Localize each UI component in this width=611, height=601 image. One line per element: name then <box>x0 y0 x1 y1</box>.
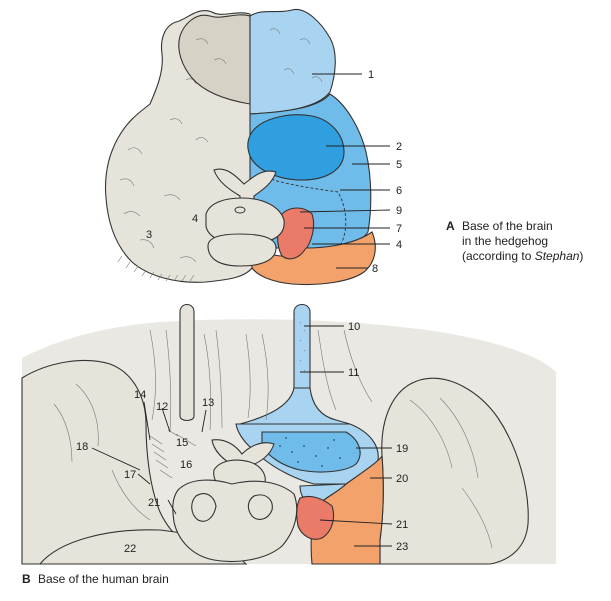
hedgehog-left-olfactory-bulb <box>178 14 251 105</box>
label-17: 17 <box>124 469 136 481</box>
human-anterior-perforated-substance <box>261 431 361 473</box>
label-7: 7 <box>396 223 402 235</box>
label-23: 23 <box>396 541 408 553</box>
label-20: 20 <box>396 473 408 485</box>
hedgehog-pons <box>207 233 277 267</box>
hedgehog-optic-chiasm <box>213 168 277 207</box>
label-8: 8 <box>372 263 378 275</box>
panel-a-letter: A <box>446 219 455 233</box>
perforated-dots <box>279 437 341 467</box>
label-2: 2 <box>396 141 402 153</box>
panel-a-caption-line3: (according to Stephan) <box>462 249 583 263</box>
human-optic-chiasm <box>211 439 275 467</box>
panel-a-caption-line2: in the hedgehog <box>462 234 548 248</box>
human-cerebral-peduncle-right <box>247 494 273 520</box>
label-13: 13 <box>202 397 214 409</box>
human-cerebral-peduncle <box>191 493 217 522</box>
label-21-right: 21 <box>396 519 408 531</box>
human-left-olfactory-bulb <box>179 303 195 422</box>
human-uncus-21 <box>296 495 335 540</box>
human-right-olfactory-bulb <box>293 303 311 395</box>
hedgehog-infundibulum <box>234 206 246 214</box>
label-4-right: 4 <box>396 239 402 251</box>
hedgehog-entorhinal-region-8 <box>251 231 376 285</box>
label-14: 14 <box>134 389 146 401</box>
label-1: 1 <box>368 69 374 81</box>
label-3: 3 <box>146 229 152 241</box>
panel-b-human-brain: 10 11 14 12 13 15 18 16 17 21 22 19 20 2… <box>21 303 556 586</box>
label-10: 10 <box>348 321 360 333</box>
label-19: 19 <box>396 443 408 455</box>
label-4-left: 4 <box>192 213 198 225</box>
panel-b-caption: Base of the human brain <box>38 572 169 586</box>
label-21-left: 21 <box>148 497 160 509</box>
hedgehog-dashed-boundary <box>261 175 347 247</box>
label-11: 11 <box>348 367 359 379</box>
label-18: 18 <box>76 441 88 453</box>
panel-a-hedgehog-brain: 1 2 5 6 9 7 4 8 3 4 A Base of the brain … <box>104 8 583 285</box>
label-16: 16 <box>180 459 192 471</box>
label-15: 15 <box>176 437 188 449</box>
panel-a-caption-line1: Base of the brain <box>462 219 553 233</box>
label-5: 5 <box>396 159 402 171</box>
hedgehog-olfactory-tubercle-2 <box>247 114 345 181</box>
label-6: 6 <box>396 185 402 197</box>
hedgehog-olfactory-bulb-region-1 <box>249 8 336 115</box>
label-22: 22 <box>124 543 136 555</box>
human-brainstem <box>172 479 298 563</box>
label-9: 9 <box>396 205 402 217</box>
label-12: 12 <box>156 401 168 413</box>
panel-b-letter: B <box>22 572 31 586</box>
